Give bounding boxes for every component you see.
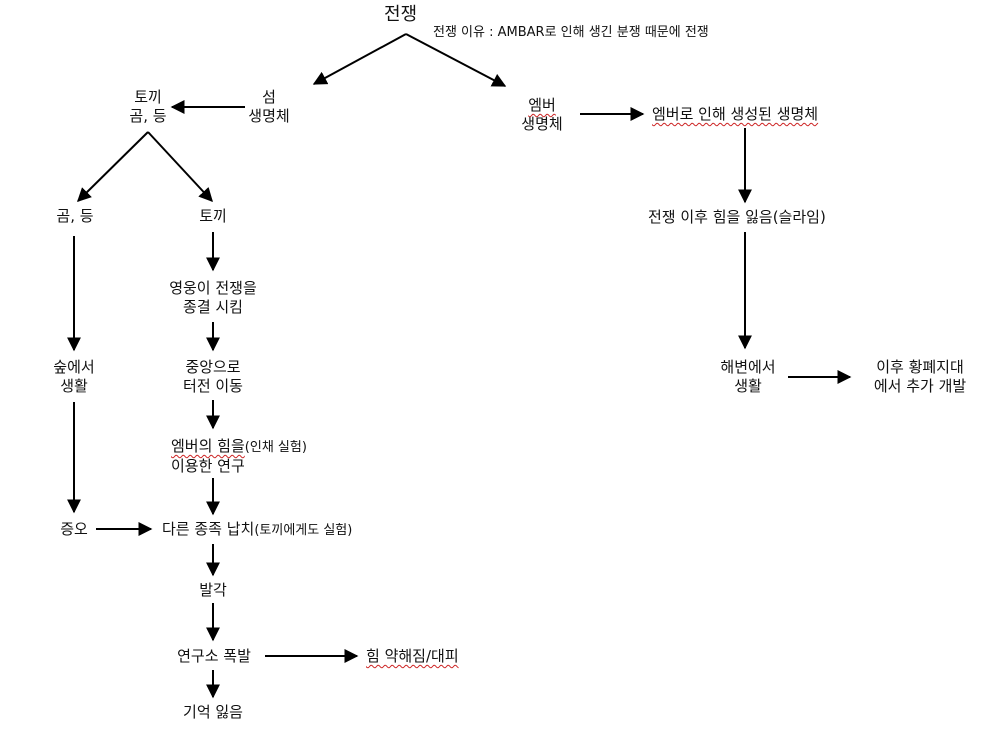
weakened-label: 힘 약해짐/대피 xyxy=(366,647,459,665)
memory-label: 기억 잃음 xyxy=(183,703,243,721)
island-line-1: 섬 xyxy=(262,88,276,106)
node-rabbit-bear: 토끼 곰, 등 xyxy=(118,88,178,126)
node-island-creatures: 섬 생명체 xyxy=(240,88,298,126)
forest-line-1: 숲에서 xyxy=(53,358,95,376)
node-war: 전쟁 xyxy=(384,5,417,24)
discovered-label: 발각 xyxy=(199,581,227,599)
forest-line-2: 생활 xyxy=(60,377,88,395)
hero-line-1: 영웅이 전쟁을 xyxy=(169,279,257,297)
node-beach-life: 해변에서 생활 xyxy=(708,358,788,396)
node-forest-life: 숲에서 생활 xyxy=(44,358,104,396)
arrow-split-to-bear xyxy=(77,131,149,202)
move-line-2: 터전 이동 xyxy=(183,377,243,395)
war-title: 전쟁 xyxy=(384,4,418,25)
move-line-1: 중앙으로 xyxy=(185,358,241,376)
war-reason-text: 전쟁 이유 : AMBAR로 인해 생긴 분쟁 때문에 전쟁 xyxy=(433,25,709,40)
research-line-1: 엠버의 힘을 xyxy=(171,437,245,455)
amber-line-1: 엠버 xyxy=(528,96,556,114)
lostpower-label: 전쟁 이후 힘을 잃음(슬라임) xyxy=(648,208,826,226)
node-rabbit: 토끼 xyxy=(186,207,240,226)
rabbit-label: 토끼 xyxy=(199,207,227,225)
node-bear: 곰, 등 xyxy=(46,207,104,226)
node-kidnap: 다른 종족 납치(토끼에게도 실험) xyxy=(162,520,352,540)
research-line-2: 이용한 연구 xyxy=(171,457,245,475)
node-lab-explosion: 연구소 폭발 xyxy=(168,647,260,666)
war-reason-note: 전쟁 이유 : AMBAR로 인해 생긴 분쟁 때문에 전쟁 xyxy=(433,23,709,42)
node-lost-power: 전쟁 이후 힘을 잃음(슬라임) xyxy=(648,208,826,227)
hatred-label: 증오 xyxy=(60,520,88,538)
wasteland-line-2: 에서 추가 개발 xyxy=(873,377,967,395)
created-label: 엠버로 인해 생성된 생명체 xyxy=(652,105,819,123)
kidnap-label: 다른 종족 납치 xyxy=(162,520,255,538)
node-weakened-evacuate: 힘 약해짐/대피 xyxy=(366,647,459,666)
arrow-war-to-amber xyxy=(405,33,507,87)
research-note: (인채 실험) xyxy=(244,440,307,455)
node-wasteland-dev: 이후 황폐지대 에서 추가 개발 xyxy=(858,358,982,396)
beach-line-1: 해변에서 xyxy=(720,358,776,376)
node-move-center: 중앙으로 터전 이동 xyxy=(170,358,256,396)
node-amber-creatures: 엠버 생명체 xyxy=(510,96,574,134)
explosion-label: 연구소 폭발 xyxy=(177,647,251,665)
node-memory-loss: 기억 잃음 xyxy=(174,703,252,722)
beach-line-2: 생활 xyxy=(734,377,762,395)
node-hero-ends-war: 영웅이 전쟁을 종결 시킴 xyxy=(158,279,268,317)
node-amber-created: 엠버로 인해 생성된 생명체 xyxy=(652,105,818,124)
node-amber-research: 엠버의 힘을(인채 실험) 이용한 연구 xyxy=(171,437,307,476)
amber-line-2: 생명체 xyxy=(521,115,563,133)
rabbitbear-line-2: 곰, 등 xyxy=(129,107,167,125)
rabbitbear-line-1: 토끼 xyxy=(134,88,162,106)
hero-line-2: 종결 시킴 xyxy=(183,298,243,316)
node-hatred: 증오 xyxy=(52,520,96,539)
kidnap-note: (토끼에게도 실험) xyxy=(254,523,353,538)
island-line-2: 생명체 xyxy=(248,107,290,125)
arrow-war-to-island xyxy=(312,33,407,85)
bear-label: 곰, 등 xyxy=(56,207,94,225)
arrow-split-to-rabbit xyxy=(147,131,213,203)
wasteland-line-1: 이후 황폐지대 xyxy=(876,358,964,376)
node-discovered: 발각 xyxy=(188,581,238,600)
